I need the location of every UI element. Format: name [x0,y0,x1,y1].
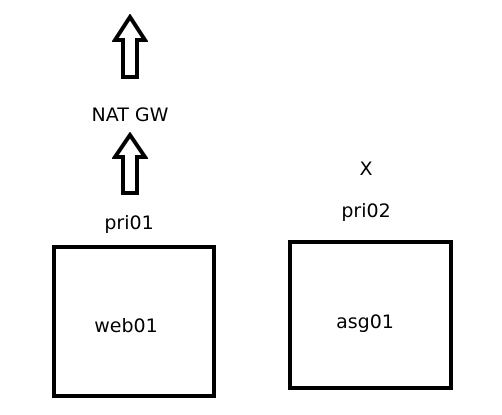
nat-gateway-label: NAT GW [91,104,169,126]
asg01-box [288,240,453,390]
web01-box [52,245,216,398]
subnet-pri02-label: pri02 [341,200,391,222]
blocked-marker: X [359,158,373,180]
subnet-pri01-label: pri01 [104,212,154,234]
arrow-up-icon [112,14,148,79]
web01-label: web01 [94,315,158,337]
asg01-label: asg01 [336,311,394,333]
arrow-up-icon [112,132,148,195]
